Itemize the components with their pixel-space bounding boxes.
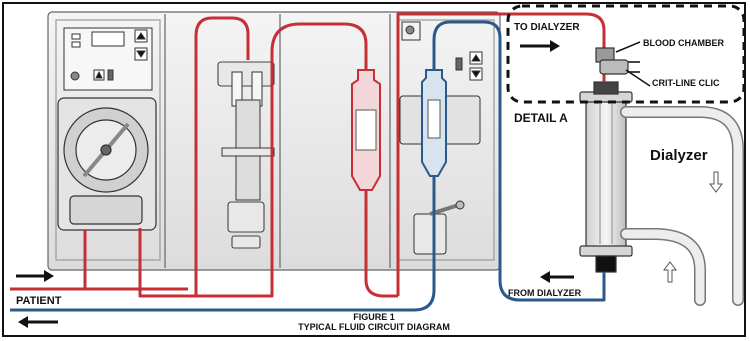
crit-line-clip-label: CRIT-LINE CLIC xyxy=(652,78,720,88)
blood-pump xyxy=(57,97,157,231)
patient-label: PATIENT xyxy=(16,295,62,307)
panel-1-front xyxy=(55,19,161,261)
venous-drip-chamber xyxy=(421,69,447,177)
figure-title: TYPICAL FLUID CIRCUIT DIAGRAM xyxy=(298,322,450,332)
dialyzer xyxy=(579,81,633,273)
venous-line xyxy=(10,20,606,312)
heparin-pump xyxy=(217,61,275,249)
blood-chamber-label: BLOOD CHAMBER xyxy=(643,38,724,48)
figure-number: FIGURE 1 xyxy=(353,312,395,322)
arterial-drip-chamber xyxy=(351,69,381,191)
flow-arrows xyxy=(16,40,651,328)
detail-a-box xyxy=(506,4,746,104)
dialysate-in-arrow xyxy=(663,261,677,283)
pump-knob[interactable] xyxy=(70,71,80,81)
to-dialyzer-label: TO DIALYZER xyxy=(514,22,580,33)
from-dialyzer-label: FROM DIALYZER xyxy=(508,288,582,298)
blood-chamber xyxy=(595,47,640,75)
dialysis-machine xyxy=(47,11,501,271)
pump-display xyxy=(91,31,125,47)
blood-pump-controls xyxy=(63,27,153,91)
dialyzer-label: Dialyzer xyxy=(650,147,708,164)
line-clamp xyxy=(413,213,447,255)
arterial-line xyxy=(10,12,606,298)
dialysate-out-arrow xyxy=(709,171,723,193)
dialysate-hoses xyxy=(620,106,744,306)
detail-a-label: DETAIL A xyxy=(514,111,568,125)
